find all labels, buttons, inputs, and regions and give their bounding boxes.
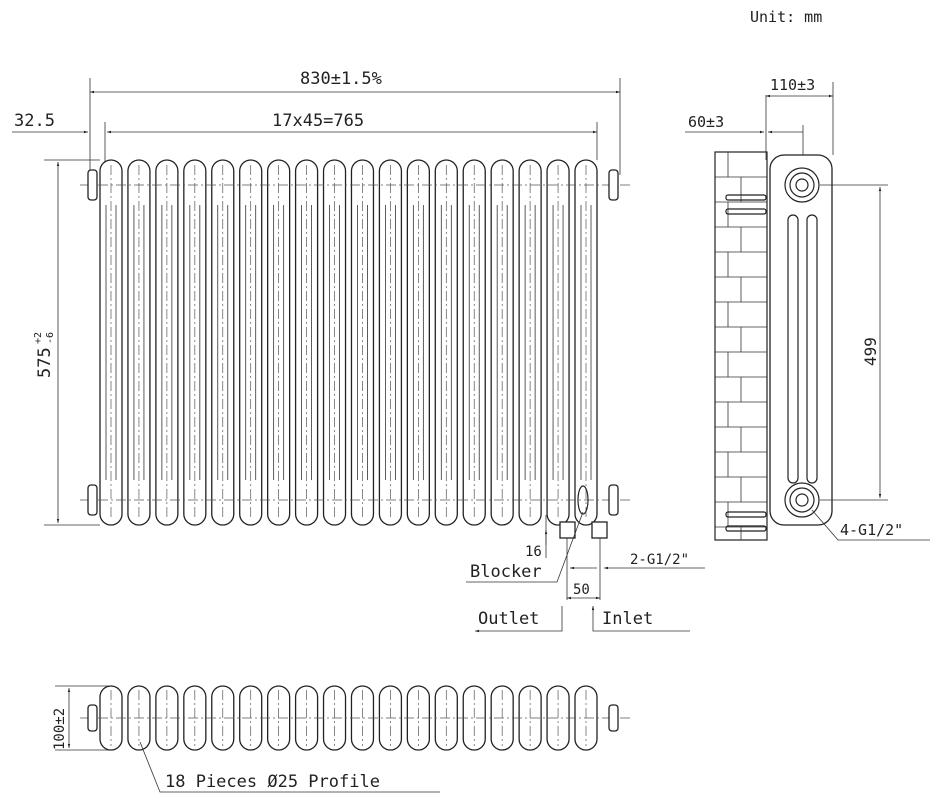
radiator-column bbox=[294, 159, 319, 526]
radiator-column bbox=[518, 159, 542, 526]
inlet-label: Inlet bbox=[602, 609, 653, 629]
height-tolerance-lower: -6 bbox=[45, 332, 56, 344]
radiator-column bbox=[155, 159, 179, 526]
end-plug bbox=[608, 169, 619, 201]
blocker-label: Blocker bbox=[470, 562, 542, 582]
plan-depth-dimension: 100±2 bbox=[52, 708, 68, 750]
front-view: 830±1.5% 17x45=765 32.5 575 +2 -6 16 bbox=[12, 69, 705, 633]
end-plug bbox=[608, 484, 619, 516]
outlet-label: Outlet bbox=[478, 609, 539, 629]
radiator-column bbox=[546, 159, 570, 526]
connection-spacing-dimension: 50 bbox=[573, 582, 590, 598]
inlet-valve bbox=[591, 521, 608, 539]
radiator-side-body bbox=[769, 154, 833, 526]
end-offset-dimension: 32.5 bbox=[14, 111, 55, 131]
column-pitch-dimension: 17x45=765 bbox=[272, 111, 364, 131]
blocker bbox=[577, 485, 589, 515]
radiator-column bbox=[99, 159, 123, 526]
radiator-column bbox=[322, 159, 347, 526]
radiator-column bbox=[378, 159, 403, 526]
end-plug bbox=[87, 169, 98, 201]
radiator-column bbox=[406, 159, 431, 526]
radiator-column bbox=[434, 159, 458, 526]
radiator-column bbox=[462, 159, 486, 526]
blocker-offset-dimension: 16 bbox=[525, 544, 542, 560]
profile-label: 18 Pieces Ø25 Profile bbox=[165, 772, 380, 792]
radiator-column bbox=[574, 159, 598, 526]
unit-label: Unit: mm bbox=[750, 8, 822, 26]
side-view: 110±3 60±3 499 4-G1/2" bbox=[685, 76, 930, 541]
end-plug bbox=[87, 484, 98, 516]
outlet-valve bbox=[559, 521, 576, 539]
ports-label: 4-G1/2" bbox=[840, 521, 903, 539]
depth-dimension: 110±3 bbox=[770, 76, 815, 94]
wall-offset-dimension: 60±3 bbox=[688, 113, 724, 131]
radiator-column bbox=[350, 159, 375, 526]
radiator-column bbox=[266, 159, 291, 526]
radiator-column bbox=[127, 159, 151, 526]
wall-bricks bbox=[714, 151, 768, 541]
height-dimension: 575 bbox=[35, 347, 55, 378]
overall-width-dimension: 830±1.5% bbox=[300, 69, 382, 89]
radiator-column bbox=[211, 159, 235, 526]
radiator-column bbox=[490, 159, 514, 526]
height-tolerance-upper: +2 bbox=[33, 332, 44, 344]
radiator-column bbox=[239, 159, 263, 526]
plan-view: 100±2 18 Pieces Ø25 Profile bbox=[52, 685, 630, 793]
centres-dimension: 499 bbox=[861, 337, 880, 366]
radiator-column bbox=[183, 159, 207, 526]
connection-size-label: 2-G1/2" bbox=[630, 552, 689, 568]
